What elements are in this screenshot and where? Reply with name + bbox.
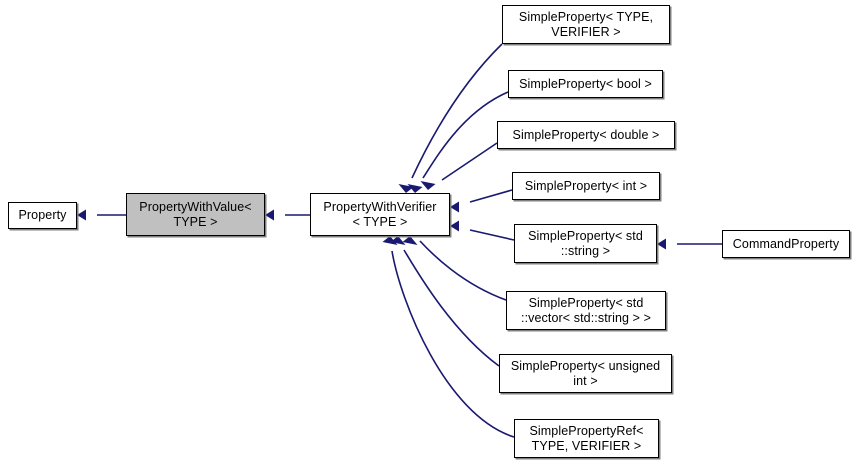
inheritance-edge (402, 236, 507, 301)
class-node-simple-property-type-verifier[interactable]: SimpleProperty< TYPE, VERIFIER > (502, 5, 670, 44)
class-node-label: PropertyWithValue< TYPE > (139, 199, 252, 229)
class-node-label: PropertyWithVerifier < TYPE > (323, 199, 437, 229)
class-node-property-with-verifier[interactable]: PropertyWithVerifier < TYPE > (310, 193, 450, 236)
arrowhead-icon (420, 181, 436, 190)
arrowhead-icon (382, 236, 398, 245)
class-node-simple-property-unsigned-int[interactable]: SimpleProperty< unsigned int > (499, 354, 672, 393)
class-node-simple-property-bool[interactable]: SimpleProperty< bool > (508, 70, 663, 98)
class-node-simple-property-std-vector-string[interactable]: SimpleProperty< std ::vector< std::strin… (506, 291, 666, 330)
arrowhead-icon (407, 184, 423, 193)
class-node-simple-property-double[interactable]: SimpleProperty< double > (497, 121, 675, 149)
inheritance-edge (450, 220, 515, 241)
inheritance-edge (265, 209, 310, 221)
class-node-property[interactable]: Property (8, 202, 77, 229)
inheritance-edge (450, 189, 513, 213)
class-node-simple-property-ref[interactable]: SimplePropertyRef< TYPE, VERIFIER > (514, 419, 659, 458)
class-node-label: SimpleProperty< std ::vector< std::strin… (521, 295, 651, 325)
arrowhead-icon (657, 238, 666, 250)
class-node-label: SimpleProperty< std ::string > (528, 228, 643, 258)
arrowhead-icon (265, 209, 274, 221)
class-node-label: SimpleProperty< int > (524, 178, 648, 193)
class-node-simple-property-std-string[interactable]: SimpleProperty< std ::string > (514, 224, 657, 263)
class-node-label: SimpleProperty< TYPE, VERIFIER > (518, 9, 654, 39)
inheritance-edge (657, 238, 722, 250)
class-node-label: SimplePropertyRef< TYPE, VERIFIER > (529, 423, 644, 453)
inheritance-edge (407, 91, 509, 193)
arrowhead-icon (450, 201, 459, 213)
inheritance-edge (382, 236, 515, 438)
arrowhead-icon (402, 236, 418, 245)
class-node-label: SimpleProperty< double > (512, 127, 660, 142)
class-node-label: CommandProperty (732, 236, 840, 251)
class-node-label: SimpleProperty< bool > (519, 76, 652, 91)
inheritance-edge (420, 142, 498, 190)
class-node-label: SimpleProperty< unsigned int > (510, 358, 661, 388)
arrowhead-icon (390, 236, 406, 245)
class-node-label: Property (18, 208, 67, 222)
arrowhead-icon (450, 220, 459, 232)
inheritance-edge (390, 236, 500, 367)
arrowhead-icon (398, 184, 414, 193)
class-node-command-property[interactable]: CommandProperty (722, 230, 850, 258)
inheritance-edge (77, 209, 126, 221)
class-node-property-with-value[interactable]: PropertyWithValue< TYPE > (126, 193, 265, 236)
arrowhead-icon (77, 209, 86, 221)
inheritance-edge (398, 43, 503, 193)
class-node-simple-property-int[interactable]: SimpleProperty< int > (512, 172, 660, 200)
